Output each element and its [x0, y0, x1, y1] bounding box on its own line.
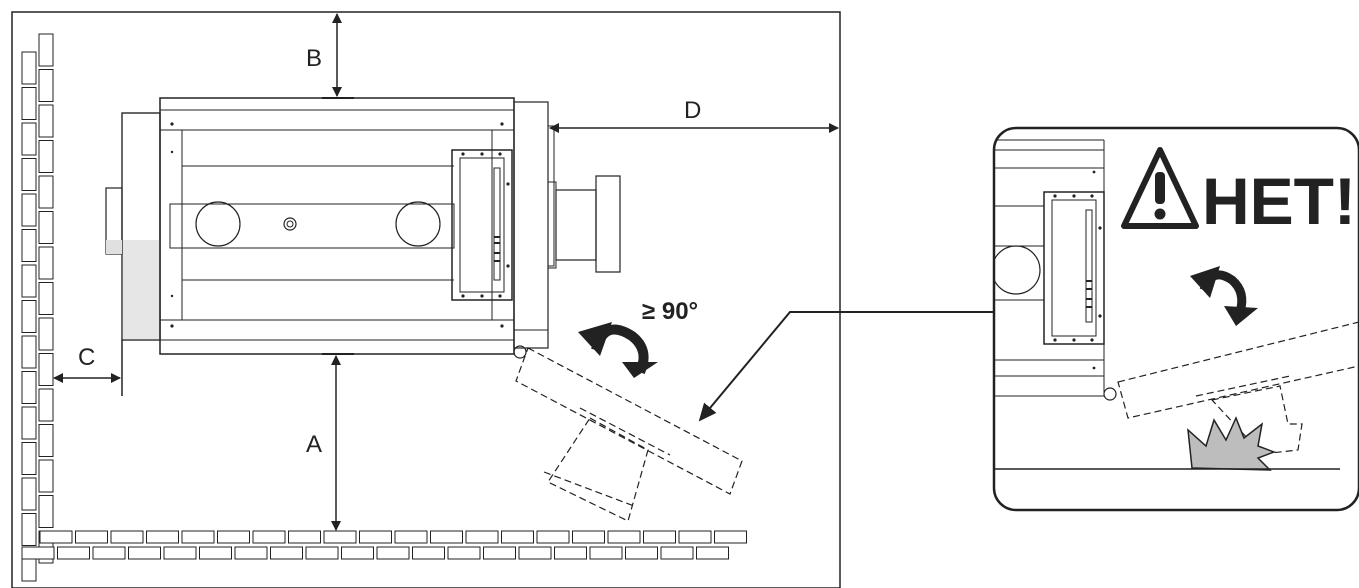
brick: [696, 546, 729, 560]
swung-door-outline: [515, 347, 743, 522]
brick: [38, 353, 54, 386]
rotation-arrow-icon: [578, 322, 658, 378]
brick: [554, 546, 587, 560]
brick: [128, 546, 161, 560]
brick: [38, 69, 54, 102]
brick: [270, 546, 303, 560]
brick: [38, 246, 54, 280]
brick: [38, 459, 54, 493]
brick: [483, 546, 516, 560]
dimension-c-label: C: [78, 344, 95, 371]
brick: [163, 546, 197, 560]
brick: [38, 495, 54, 528]
brick: [714, 530, 747, 544]
brick: [181, 530, 215, 544]
brick: [518, 546, 552, 560]
brick: [217, 530, 250, 544]
brick: [678, 530, 712, 544]
brick: [21, 87, 37, 120]
brick: [305, 546, 339, 560]
brick-wall-left: [21, 33, 54, 582]
brick: [607, 530, 641, 544]
warning-text: HET!: [1202, 164, 1356, 238]
brick: [38, 211, 54, 244]
room-frame: [11, 11, 841, 588]
brick: [394, 530, 428, 544]
brick: [252, 530, 286, 544]
brick: [146, 530, 179, 544]
brick: [110, 530, 144, 544]
brick: [21, 158, 37, 191]
brick: [21, 264, 37, 298]
brick: [38, 282, 54, 315]
brick: [625, 546, 658, 560]
brick: [447, 546, 481, 560]
brick: [21, 406, 37, 440]
brick: [323, 530, 357, 544]
brick: [359, 530, 392, 544]
brick: [21, 513, 37, 546]
brick: [234, 546, 268, 560]
brick: [589, 546, 623, 560]
impact-splash-icon: [1187, 416, 1277, 471]
brick: [75, 530, 108, 544]
brick: [92, 546, 126, 560]
warning-triangle-icon: [1121, 147, 1199, 229]
brick: [412, 546, 445, 560]
brick: [21, 229, 37, 262]
brick: [643, 530, 676, 544]
brick: [21, 51, 37, 85]
callout-rotation-arrow-icon: [1190, 266, 1258, 326]
brick: [21, 546, 55, 560]
brick: [341, 546, 374, 560]
brick: [376, 546, 410, 560]
warning-callout: HET!: [992, 126, 1359, 512]
dimension-a-label: A: [306, 431, 322, 458]
dimension-b-label: B: [306, 45, 322, 72]
brick: [21, 442, 37, 475]
brick: [21, 371, 37, 404]
brick: [38, 424, 54, 457]
brick: [38, 104, 54, 138]
brick: [38, 140, 54, 173]
brick: [501, 530, 534, 544]
brick: [38, 33, 54, 67]
brick: [38, 175, 54, 209]
brick: [430, 530, 463, 544]
brick: [38, 317, 54, 351]
brick: [572, 530, 605, 544]
brick: [21, 335, 37, 369]
unit-body: [105, 97, 621, 396]
brick: [536, 530, 570, 544]
angle-label: ≥ 90°: [642, 298, 698, 325]
brick-wall-bottom: [21, 530, 747, 560]
brick: [39, 530, 73, 544]
dimension-d-label: D: [684, 97, 701, 124]
brick: [21, 300, 37, 333]
brick: [21, 477, 37, 511]
brick: [57, 546, 90, 560]
brick: [660, 546, 694, 560]
brick: [288, 530, 321, 544]
brick: [465, 530, 499, 544]
brick: [21, 193, 37, 227]
brick: [38, 388, 54, 422]
callout-leader-arrow: [698, 311, 994, 422]
brick: [21, 122, 37, 156]
brick: [199, 546, 232, 560]
